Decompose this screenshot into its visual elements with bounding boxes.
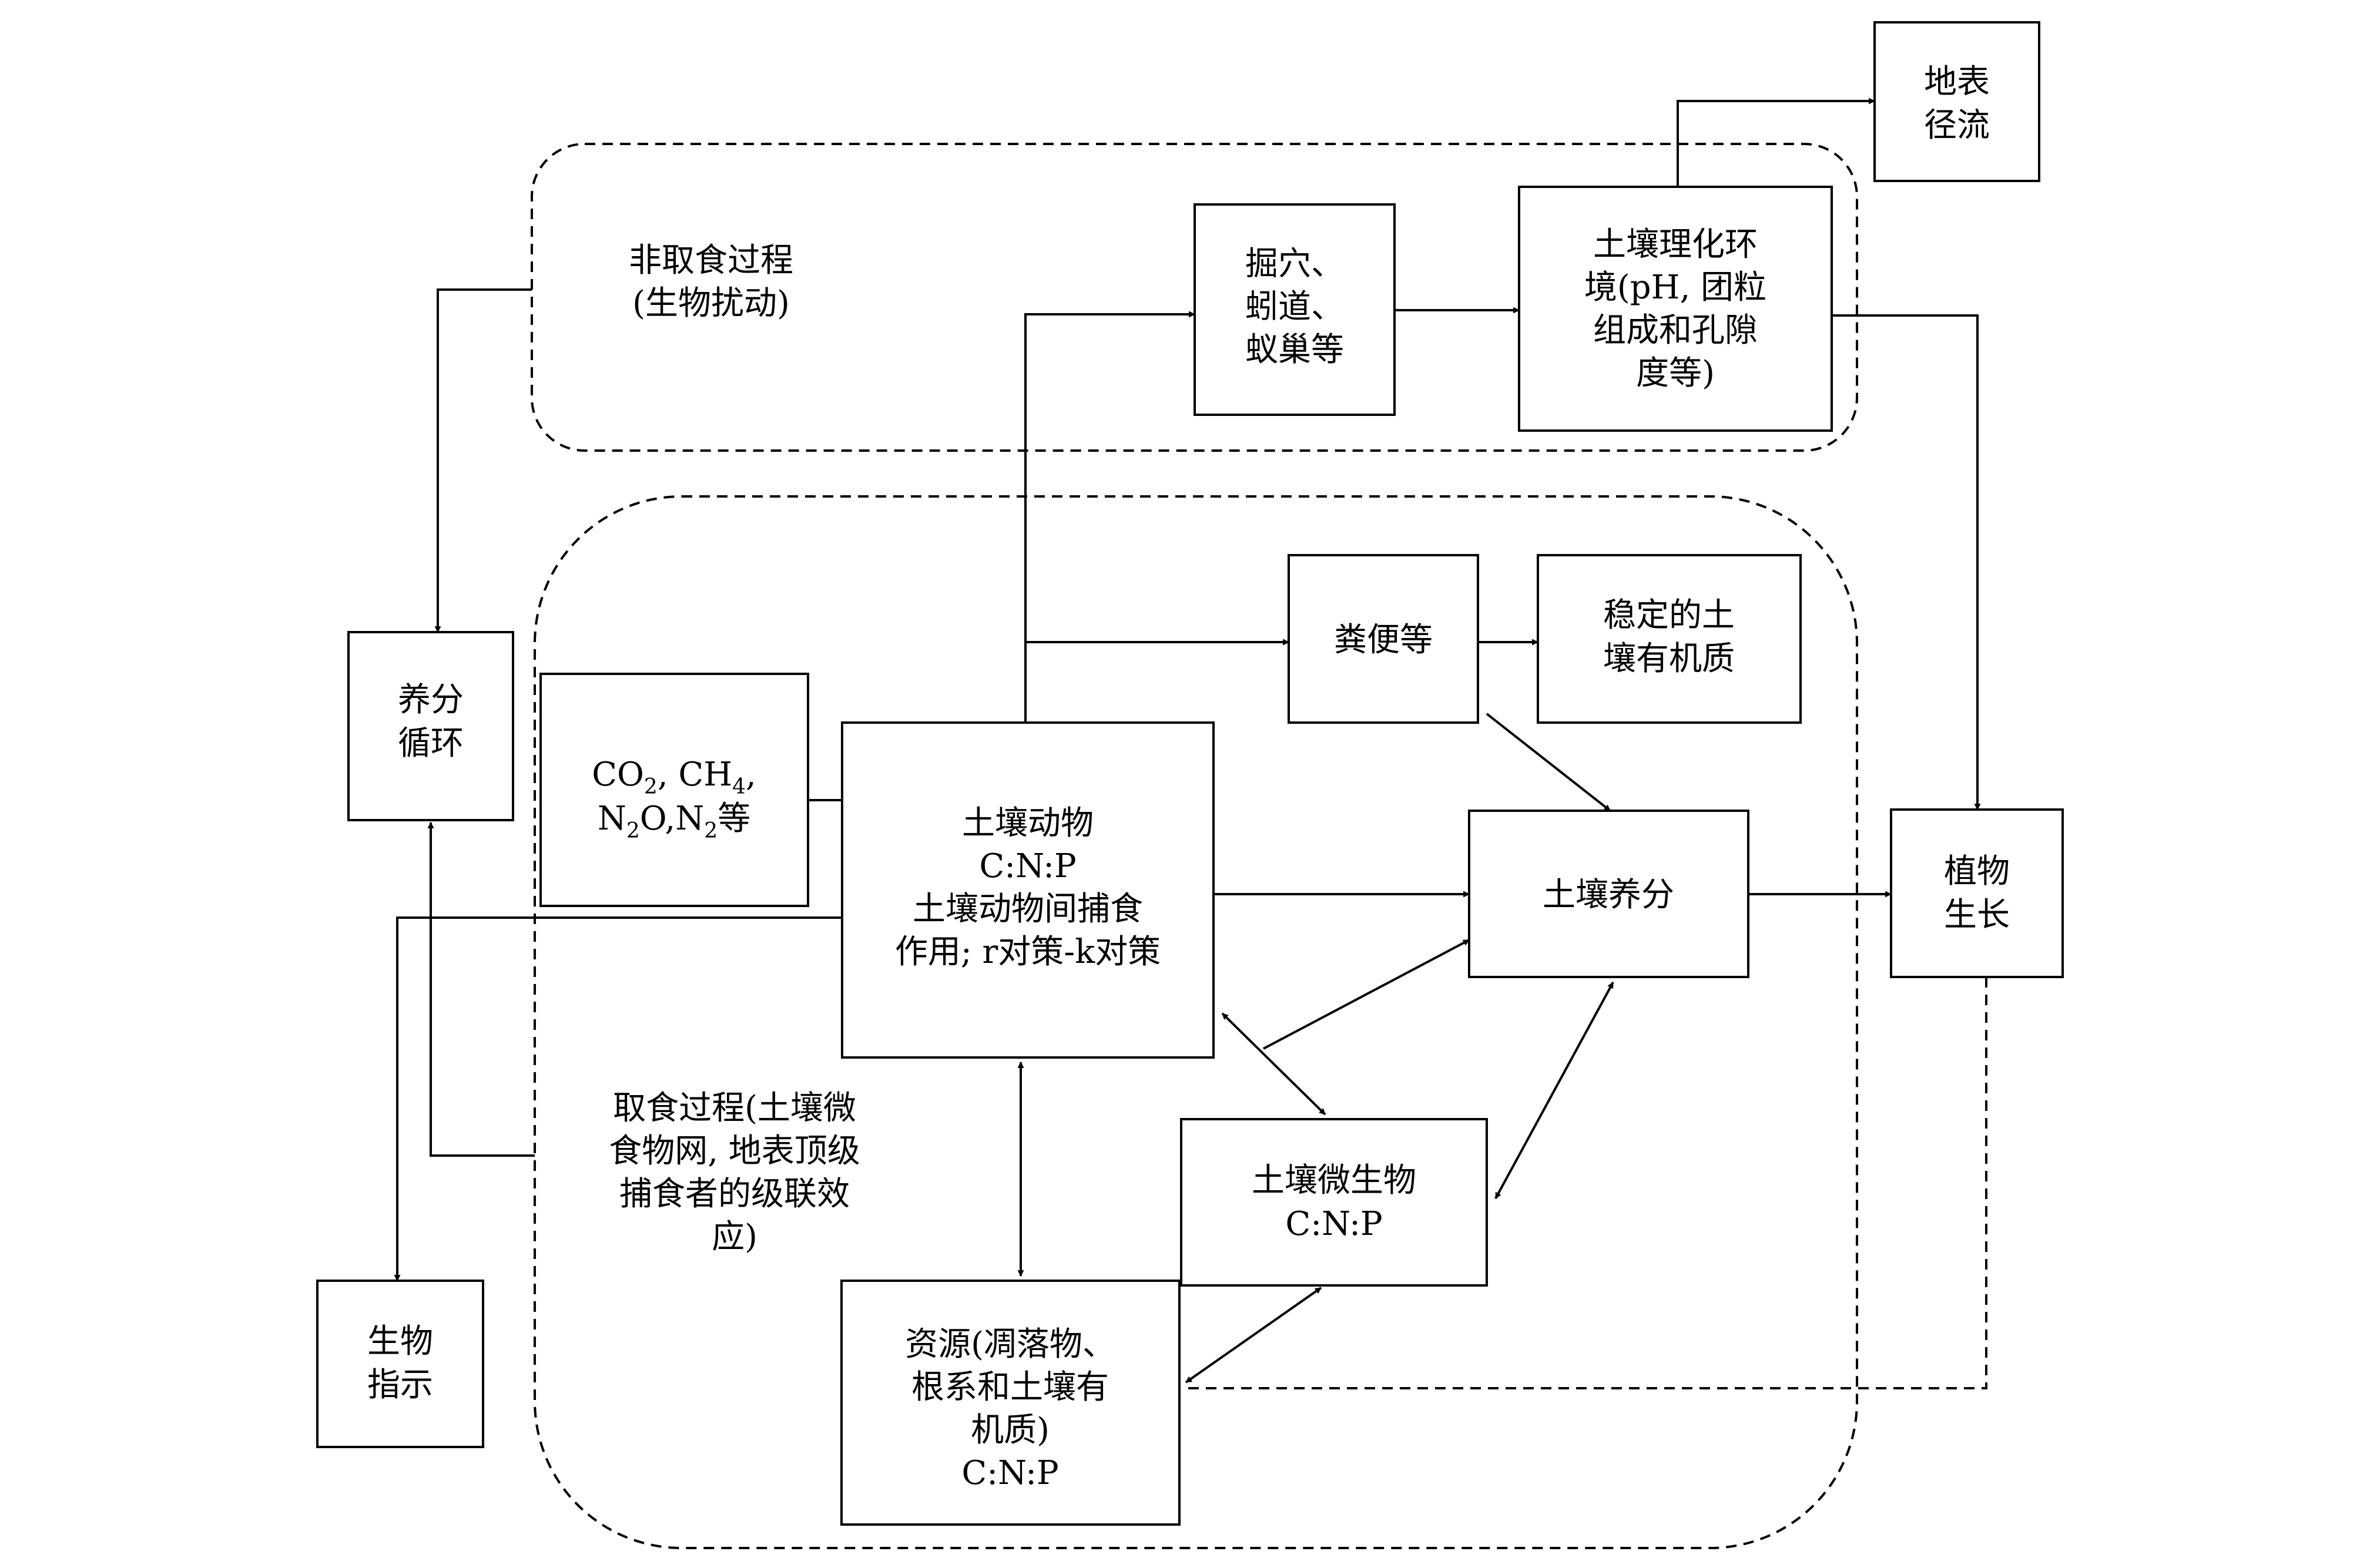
arrow-feces-to-nutrients bbox=[1486, 713, 1611, 812]
arrow-resources-microbes bbox=[1185, 1287, 1322, 1384]
burrows-label-1: 掘穴、 bbox=[1245, 245, 1344, 283]
feeding-label-2: 食物网, 地表顶级 bbox=[609, 1132, 860, 1170]
arrow-physchem-to-runoff bbox=[1677, 98, 1876, 187]
arrow-fauna-microbes bbox=[1221, 1012, 1326, 1116]
arrow-physchem-to-plant bbox=[1832, 314, 1981, 811]
resources-box bbox=[840, 1280, 1181, 1526]
nutrient-cycling-box bbox=[347, 631, 514, 821]
resources-label-4: C:N:P bbox=[961, 1454, 1058, 1492]
soil-fauna-label-1: 土壤动物 bbox=[962, 804, 1094, 842]
arrow-fauna-microbes-to-nutrients bbox=[1263, 939, 1470, 1050]
stable-som-label-1: 稳定的土 bbox=[1603, 596, 1735, 634]
nutrient-cycling-label-2: 循环 bbox=[398, 724, 464, 763]
plant-growth-label-2: 生长 bbox=[1944, 896, 2010, 934]
surface-runoff-label-1: 地表 bbox=[1924, 63, 1990, 101]
burrows-label-2: 蚓道、 bbox=[1245, 288, 1344, 326]
arrow-region-to-nutrient-cycling bbox=[434, 288, 532, 633]
soil-fauna-label-2: C:N:P bbox=[979, 847, 1076, 885]
soil-microbes-label-1: 土壤微生物 bbox=[1252, 1161, 1416, 1200]
bio-indicator-label-1: 生物 bbox=[367, 1322, 433, 1361]
gases-box bbox=[539, 673, 809, 907]
soil-fauna-box bbox=[841, 721, 1215, 1059]
plant-growth-box bbox=[1890, 808, 2064, 978]
dashed-plant-to-resources bbox=[1181, 977, 1987, 1389]
stable-som-label-2: 壤有机质 bbox=[1603, 640, 1735, 678]
non-feeding-region bbox=[531, 143, 1858, 452]
soil-physchem-box bbox=[1518, 186, 1833, 432]
arrow-microbes-nutrients bbox=[1494, 982, 1614, 1199]
bio-indicator-label-2: 指示 bbox=[367, 1366, 433, 1404]
nutrient-cycling-label-1: 养分 bbox=[398, 681, 464, 719]
soil-fauna-label-3: 土壤动物间捕食 bbox=[913, 890, 1143, 928]
non-feeding-sublabel: (生物扰动) bbox=[632, 284, 790, 323]
surface-runoff-box bbox=[1873, 21, 2040, 182]
feces-label: 粪便等 bbox=[1334, 621, 1433, 659]
stable-som-box bbox=[1537, 554, 1802, 724]
arrow-feeding-to-nutrient-cycling bbox=[427, 821, 535, 1157]
soil-physchem-label-3: 组成和孔隙 bbox=[1593, 311, 1758, 350]
gases-label-1: CO2, CH4, bbox=[592, 756, 756, 799]
feeding-region bbox=[534, 495, 1858, 1549]
bio-indicator-box bbox=[316, 1280, 484, 1448]
soil-nutrients-label: 土壤养分 bbox=[1543, 876, 1674, 914]
arrow-fauna-to-burrows bbox=[1024, 311, 1196, 723]
feeding-label-1: 取食过程(土壤微 bbox=[613, 1089, 856, 1127]
plant-growth-label-1: 植物 bbox=[1944, 852, 2010, 891]
resources-label-2: 根系和土壤有 bbox=[911, 1368, 1109, 1406]
gases-label-2: N2O,N2等 bbox=[598, 800, 750, 843]
soil-nutrients-box bbox=[1468, 810, 1749, 978]
soil-physchem-label-2: 境(pH, 团粒 bbox=[1584, 268, 1766, 307]
feeding-label-3: 捕食者的级联效 bbox=[619, 1175, 850, 1213]
resources-label-3: 机质) bbox=[971, 1411, 1050, 1449]
soil-fauna-label-4: 作用; r对策-k对策 bbox=[895, 933, 1161, 971]
arrow-fauna-to-bio-indicator bbox=[394, 916, 842, 1282]
burrows-label-3: 蚁巢等 bbox=[1245, 331, 1344, 369]
soil-physchem-label-1: 土壤理化环 bbox=[1593, 226, 1758, 264]
burrows-box bbox=[1194, 203, 1396, 416]
surface-runoff-label-2: 径流 bbox=[1924, 106, 1990, 145]
soil-physchem-label-4: 度等) bbox=[1636, 354, 1715, 392]
non-feeding-label: 非取食过程 bbox=[629, 241, 793, 280]
resources-label-1: 资源(凋落物、 bbox=[905, 1325, 1115, 1364]
feeding-label-4: 应) bbox=[712, 1218, 757, 1256]
soil-microbes-label-2: C:N:P bbox=[1285, 1205, 1382, 1243]
soil-microbes-box bbox=[1180, 1118, 1488, 1287]
